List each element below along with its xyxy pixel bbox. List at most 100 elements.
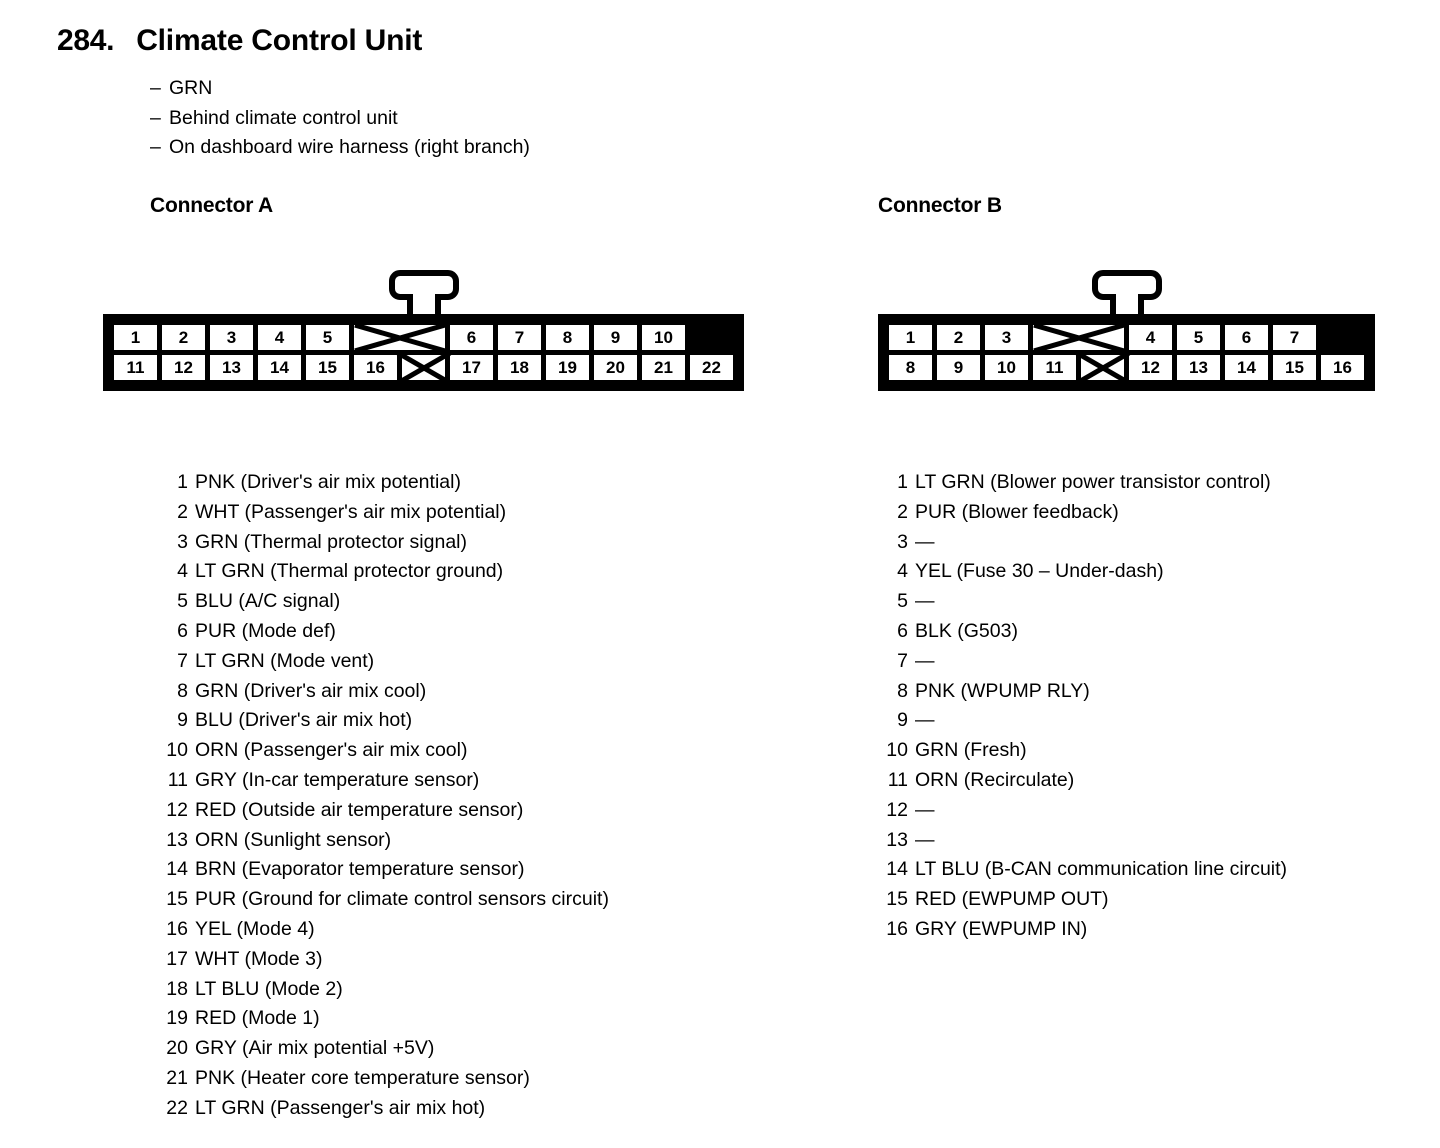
- pin-number: 1: [177, 471, 188, 493]
- blanked-cavity-icon: [1033, 325, 1124, 350]
- pin-number: 12: [166, 798, 188, 821]
- pin-description: RED (Outside air temperature sensor): [195, 798, 524, 821]
- pin-cavity: 4: [1129, 325, 1172, 350]
- pin-description: —: [915, 709, 935, 732]
- pin-list-item: 13—: [880, 826, 1287, 856]
- pin-number: 13: [166, 828, 188, 851]
- pin-number: 8: [897, 679, 908, 702]
- pin-number: 6: [177, 619, 188, 642]
- pin-number: 10: [166, 739, 188, 762]
- pin-number: 22: [166, 1096, 188, 1119]
- pin-cavity: 9: [594, 325, 637, 350]
- pin-cavity: 5: [1177, 325, 1220, 350]
- pin-list-item: 10 ORN (Passenger's air mix cool): [160, 736, 609, 766]
- pin-list-item: 5—: [880, 587, 1287, 617]
- pin-cavity: 9: [937, 355, 980, 380]
- pin-number: 8: [177, 679, 188, 702]
- pin-description: RED (Mode 1): [195, 1007, 320, 1030]
- pin-description: LT GRN (Mode vent): [195, 649, 375, 672]
- dash-bullet-icon: –: [150, 106, 161, 129]
- pin-number: 9: [177, 709, 188, 732]
- pin-cavity: 14: [258, 355, 301, 380]
- pin-description: —: [915, 590, 935, 613]
- pin-number: 12: [886, 798, 908, 821]
- pin-cavity: 1: [889, 325, 932, 350]
- pin-description: GRY (Air mix potential +5V): [195, 1037, 435, 1060]
- pin-description: —: [915, 798, 935, 821]
- detail-list: –GRN–Behind climate control unit–On dash…: [150, 74, 530, 163]
- pin-cavity: 11: [114, 355, 157, 380]
- pin-description: PUR (Mode def): [195, 619, 336, 642]
- pin-number: 9: [897, 709, 908, 732]
- pin-cavity: 11: [1033, 355, 1076, 380]
- pin-cavity: 2: [162, 325, 205, 350]
- pin-number: 4: [177, 560, 188, 583]
- pin-description: —: [915, 530, 935, 553]
- pin-number: 2: [177, 500, 188, 523]
- latch-neck-icon: [1109, 294, 1144, 314]
- pin-cavity: 7: [1273, 325, 1316, 350]
- title-text: Climate Control Unit: [136, 24, 423, 57]
- pin-list-item: 12 —: [880, 796, 1287, 826]
- pin-description: —: [915, 828, 935, 851]
- pin-list-item: 7—: [880, 647, 1287, 677]
- pin-description: YEL (Fuse 30 – Under-dash): [915, 560, 1164, 583]
- pin-description: WHT (Mode 3): [195, 947, 323, 970]
- pin-cavity: 5: [306, 325, 349, 350]
- pin-description: PNK (Heater core temperature sensor): [195, 1066, 530, 1089]
- pin-description: GRY (EWPUMP IN): [915, 917, 1088, 940]
- pin-description: PNK (WPUMP RLY): [915, 679, 1090, 702]
- pin-cavity: 16: [1321, 355, 1364, 380]
- dash-bullet-icon: –: [150, 77, 161, 99]
- pin-list-item: 4 LT GRN (Thermal protector ground): [160, 557, 609, 587]
- pin-number: 20: [166, 1037, 188, 1060]
- detail-item-label: Behind climate control unit: [169, 106, 398, 129]
- pin-number: 16: [166, 917, 188, 940]
- connector-a-latch: [103, 270, 744, 314]
- pin-number: 1: [897, 471, 908, 493]
- pin-description: ORN (Passenger's air mix cool): [195, 739, 468, 762]
- latch-neck-icon: [406, 294, 441, 314]
- pin-number: 14: [886, 858, 908, 881]
- pin-description: GRN (Fresh): [915, 739, 1027, 762]
- pin-description: PUR (Blower feedback): [915, 500, 1119, 523]
- pin-description: LT GRN (Thermal protector ground): [195, 560, 504, 583]
- blanked-cavity-icon: [402, 355, 445, 380]
- detail-item-label: GRN: [169, 77, 213, 99]
- pin-cavity: 3: [210, 325, 253, 350]
- pin-number: 2: [897, 500, 908, 523]
- connector-a-heading: Connector A: [150, 194, 274, 217]
- pin-cavity: 22: [690, 355, 733, 380]
- pin-list-item: 6 PUR (Mode def): [160, 617, 609, 647]
- pin-number: 3: [177, 530, 188, 553]
- pin-number: 15: [886, 888, 908, 911]
- pin-list-item: 3—: [880, 528, 1287, 558]
- pin-number: 5: [177, 590, 188, 613]
- pin-description: BRN (Evaporator temperature sensor): [195, 858, 525, 881]
- pin-cavity: 16: [354, 355, 397, 380]
- pin-cavity: 4: [258, 325, 301, 350]
- page-title: 284. Climate Control Unit: [57, 24, 422, 58]
